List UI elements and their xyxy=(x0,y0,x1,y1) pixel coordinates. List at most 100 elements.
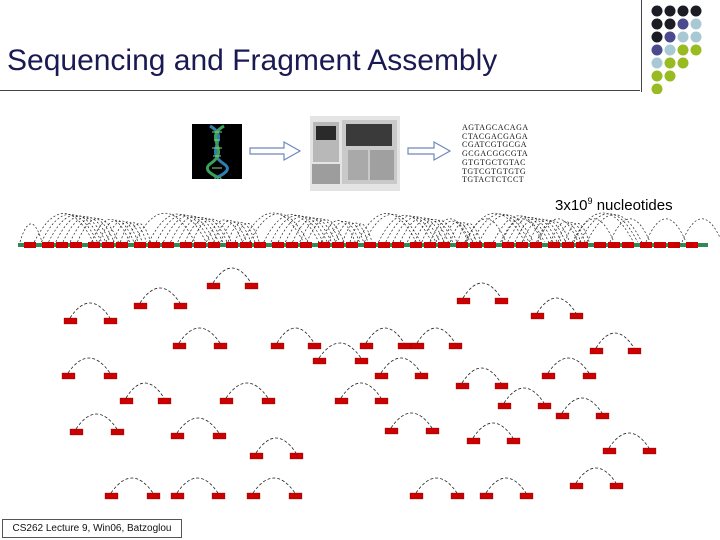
decor-dot xyxy=(690,5,702,17)
read-block xyxy=(312,357,327,365)
decor-dot xyxy=(677,18,689,30)
read-block xyxy=(172,342,187,350)
read-pair xyxy=(334,382,389,405)
read-pair xyxy=(602,432,657,455)
read-block xyxy=(456,297,471,305)
read-block xyxy=(378,242,390,248)
read-block xyxy=(249,452,264,460)
read-arc xyxy=(320,220,356,243)
read-block xyxy=(425,427,440,435)
read-pair xyxy=(270,327,322,350)
read-pair xyxy=(246,477,303,500)
read-pair xyxy=(219,382,276,405)
read-block xyxy=(470,242,482,248)
read-pair xyxy=(555,397,610,420)
read-block xyxy=(244,282,259,290)
decor-dot xyxy=(664,57,676,69)
read-block xyxy=(318,242,330,248)
decor-dot xyxy=(664,70,676,82)
read-block xyxy=(582,372,597,380)
nucleotide-base: 3x10 xyxy=(555,197,588,214)
read-pair xyxy=(374,357,429,380)
read-block xyxy=(466,437,481,445)
sequence-reads-text: AGTAGCACAGA CTACGACGAGA CGATCGTGCGA GCGA… xyxy=(462,123,529,185)
read-pair xyxy=(497,387,552,410)
read-block xyxy=(456,242,468,248)
read-pair xyxy=(359,327,412,350)
read-block xyxy=(450,492,465,500)
sequence-line: GCGACGGCGTA xyxy=(462,149,529,159)
read-block xyxy=(261,397,276,405)
read-pair xyxy=(541,357,597,380)
read-arc xyxy=(536,220,570,243)
read-block xyxy=(332,242,344,248)
read-block xyxy=(69,428,84,436)
read-arc xyxy=(306,219,345,243)
nucleotide-suffix: nucleotides xyxy=(592,197,673,214)
read-block xyxy=(103,372,118,380)
read-block xyxy=(246,492,261,500)
read-pair xyxy=(384,412,440,435)
pair-arc xyxy=(415,477,458,494)
read-arc xyxy=(134,213,196,243)
read-block xyxy=(609,482,624,490)
decor-dot xyxy=(664,44,676,56)
read-arc xyxy=(127,223,151,243)
read-block xyxy=(627,347,642,355)
pair-arc xyxy=(176,477,219,494)
read-block xyxy=(146,492,161,500)
read-block xyxy=(270,342,285,350)
read-block xyxy=(359,342,374,350)
read-block xyxy=(409,492,424,500)
read-pair xyxy=(456,282,509,305)
read-arc xyxy=(177,217,224,243)
pair-arc xyxy=(139,287,181,304)
read-block xyxy=(569,312,584,320)
read-block xyxy=(346,242,358,248)
read-block xyxy=(300,242,312,248)
read-arc xyxy=(681,218,720,243)
pair-arc xyxy=(461,367,502,384)
read-arc xyxy=(471,213,530,243)
read-block xyxy=(392,242,404,248)
footer-label: CS262 Lecture 9, Win06, Batzoglou xyxy=(2,519,182,538)
read-pair xyxy=(455,367,509,390)
read-block xyxy=(555,412,570,420)
read-pair xyxy=(409,477,465,500)
read-block xyxy=(103,317,118,325)
read-block xyxy=(70,242,82,248)
read-block xyxy=(88,242,100,248)
read-pair xyxy=(69,413,125,436)
read-block xyxy=(110,428,125,436)
decor-dot xyxy=(677,5,689,17)
read-block xyxy=(211,492,226,500)
read-block xyxy=(608,242,620,248)
read-arc xyxy=(564,222,590,243)
read-arc xyxy=(550,221,582,243)
read-arc xyxy=(206,219,243,243)
read-arc xyxy=(191,219,232,243)
read-block xyxy=(686,242,698,248)
read-block xyxy=(530,242,542,248)
read-block xyxy=(170,492,185,500)
read-block xyxy=(206,282,221,290)
read-arc xyxy=(349,223,373,243)
decor-dot xyxy=(664,18,676,30)
read-arc xyxy=(579,213,638,243)
read-arc xyxy=(478,214,534,243)
pair-arc xyxy=(536,297,577,314)
read-arc xyxy=(609,218,651,243)
read-arc xyxy=(364,214,421,243)
read-arc xyxy=(220,221,252,243)
decor-dot xyxy=(677,44,689,56)
pair-arc xyxy=(75,413,118,430)
read-arc xyxy=(572,212,634,243)
pair-arc xyxy=(472,422,514,439)
slide-title: Sequencing and Fragment Assembly xyxy=(7,44,498,77)
read-block xyxy=(569,482,584,490)
read-arc xyxy=(493,215,545,243)
sequence-line: TGTACTCTCCT xyxy=(462,175,525,185)
read-block xyxy=(24,242,36,248)
read-block xyxy=(162,242,174,248)
pair-arc xyxy=(318,342,362,359)
